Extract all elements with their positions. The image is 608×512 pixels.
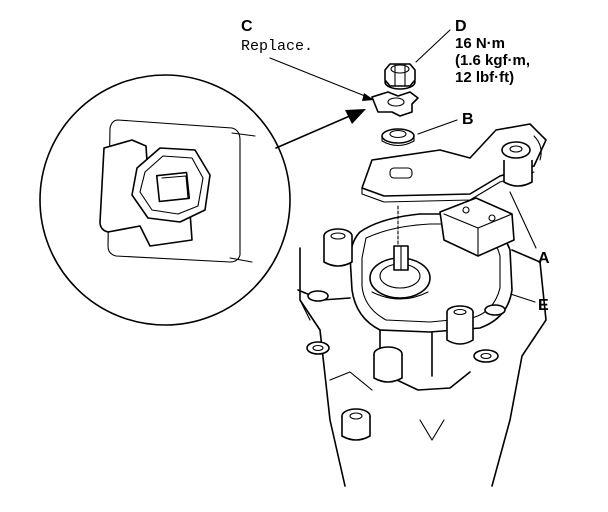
callout-e-letter: E [538, 297, 549, 314]
callout-d-torque-3: 12 lbf·ft) [455, 69, 514, 86]
part-a-lever [361, 123, 547, 203]
callout-a-leader [509, 191, 537, 249]
detail-view-circle [39, 74, 291, 326]
callout-b-letter: B [462, 111, 474, 128]
callout-a-letter: A [538, 250, 550, 267]
detail-arrow [275, 109, 366, 149]
callout-c-letter: C [241, 18, 253, 35]
part-c-lock-tab [371, 91, 419, 117]
callout-d-torque-2: (1.6 kgf·m, [455, 52, 530, 69]
callout-d-letter: D [455, 18, 467, 35]
part-d-nut [384, 63, 416, 90]
transmission-housing [297, 197, 547, 487]
callout-b-leader [417, 119, 458, 135]
part-b-washer [381, 128, 415, 147]
callout-d-leader [415, 29, 451, 63]
callout-c-note: Replace. [241, 38, 313, 55]
callout-d-torque-1: 16 N·m [455, 35, 505, 52]
callout-c-leader [269, 57, 371, 99]
